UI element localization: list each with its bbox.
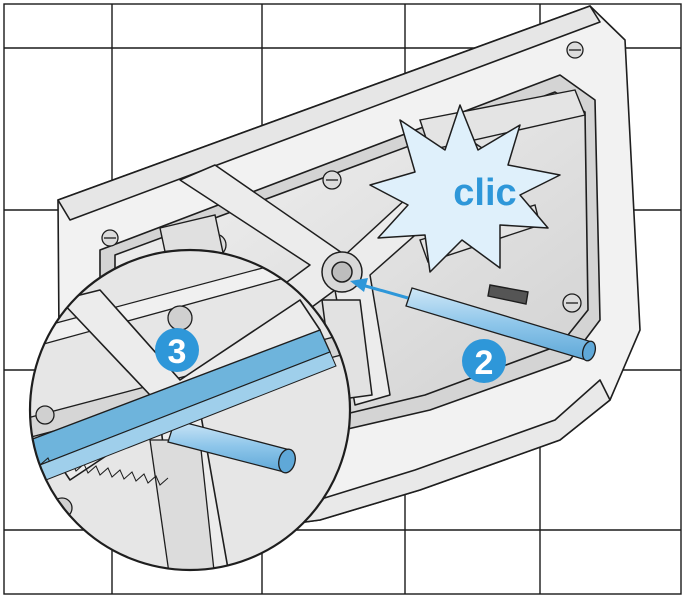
step-3-badge: 3 [155,328,199,372]
step-2-label: 2 [475,344,494,382]
step-2-badge: 2 [462,339,506,383]
insert-arrow-icon [350,278,409,300]
clic-label: clic [453,172,516,214]
magnifier-circle-icon [28,248,352,572]
click-burst-icon: clic [369,104,561,273]
insertion-rod [405,287,597,362]
step-3-label: 3 [168,333,187,371]
saw-blade-icon [30,329,337,486]
